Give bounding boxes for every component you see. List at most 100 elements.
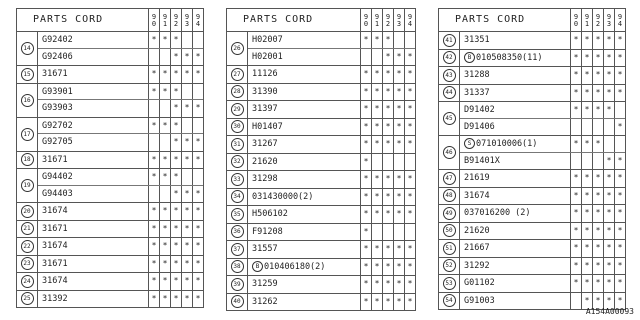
part-number-cell: D91402 — [460, 102, 570, 118]
year-mark: * — [603, 84, 614, 101]
group-rows: 21620***** — [460, 222, 625, 239]
year-column-header: 90 — [570, 9, 581, 31]
part-number-cell: 31674 — [38, 203, 148, 220]
year-mark — [192, 117, 203, 133]
year-mark: * — [603, 170, 614, 187]
year-mark: * — [570, 240, 581, 257]
year-mark: * — [192, 220, 203, 237]
year-mark — [592, 152, 603, 169]
table-row: 31557***** — [248, 241, 415, 258]
year-mark — [181, 32, 192, 48]
group-rows: 31671***** — [38, 66, 203, 83]
ref-number: 40 — [230, 295, 244, 309]
year-column-header: 91 — [371, 9, 382, 31]
ref-number-cell: 24 — [17, 273, 38, 290]
year-mark: * — [592, 84, 603, 101]
ref-number-cell: 48 — [439, 187, 460, 204]
year-mark: * — [181, 100, 192, 117]
year-mark: * — [603, 32, 614, 49]
year-mark: * — [170, 273, 181, 290]
year-mark: * — [159, 117, 170, 133]
year-mark: * — [404, 188, 415, 205]
year-label: 91 — [161, 13, 169, 27]
year-mark: * — [360, 118, 371, 135]
ref-number: 34 — [230, 190, 244, 204]
part-number-cell: G94402 — [38, 169, 148, 185]
group-rows: 31674***** — [38, 273, 203, 290]
part-number: G94403 — [42, 188, 73, 199]
year-mark: * — [159, 255, 170, 272]
part-number-cell: 21620 — [248, 154, 360, 171]
year-mark — [148, 48, 159, 65]
year-mark: * — [614, 187, 625, 204]
year-mark: * — [148, 220, 159, 237]
year-mark: * — [592, 102, 603, 118]
ref-number: 25 — [20, 292, 34, 306]
year-column-header: 93 — [393, 9, 404, 31]
part-number: 31671 — [42, 258, 68, 269]
year-mark: * — [592, 222, 603, 239]
year-mark: * — [603, 49, 614, 66]
year-mark: * — [581, 292, 592, 309]
year-mark: * — [592, 170, 603, 187]
year-mark: * — [170, 169, 181, 185]
part-number: B91401X — [464, 155, 500, 166]
year-mark: * — [581, 205, 592, 222]
group-rows: D91402****D91406* — [460, 102, 625, 135]
part-number-cell: 31671 — [38, 221, 148, 238]
ref-number-cell: 53 — [439, 275, 460, 292]
part-number-cell: 31674 — [38, 238, 148, 255]
part-number: 31674 — [42, 276, 68, 286]
part-number: 31557 — [252, 244, 278, 254]
prefix-badge: B — [252, 260, 263, 272]
year-mark: * — [614, 67, 625, 84]
header-title: PARTS CORD — [455, 14, 526, 25]
part-number: G94402 — [42, 172, 73, 182]
year-mark: * — [603, 222, 614, 239]
year-mark: * — [181, 220, 192, 237]
group-rows: 31267***** — [248, 136, 415, 153]
ref-number: 20 — [20, 204, 34, 218]
year-mark: * — [581, 49, 592, 66]
year-mark: * — [581, 222, 592, 239]
year-mark: * — [360, 136, 371, 153]
table-row: D91406* — [460, 118, 625, 135]
part-number-cell: 31557 — [248, 241, 360, 258]
part-number-cell: 31262 — [248, 294, 360, 311]
year-mark: * — [393, 258, 404, 275]
ref-number-cell: 18 — [17, 151, 38, 168]
table-row: H01407***** — [248, 118, 415, 135]
part-number: 31298 — [252, 174, 278, 184]
year-mark: * — [192, 203, 203, 220]
ref-number: 29 — [230, 102, 244, 116]
year-mark: * — [382, 241, 393, 258]
part-number-cell: 31267 — [248, 136, 360, 153]
table-row: 31288***** — [460, 67, 625, 84]
part-number: H02007 — [252, 35, 283, 45]
ref-number-cell: 15 — [17, 66, 38, 83]
ref-number-cell: 20 — [17, 203, 38, 220]
year-label: 93 — [605, 13, 613, 27]
year-mark: * — [404, 293, 415, 310]
year-label: 92 — [172, 13, 180, 27]
year-mark: * — [570, 67, 581, 84]
ref-number: 54 — [442, 294, 456, 308]
year-mark: * — [192, 100, 203, 117]
year-mark — [159, 100, 170, 117]
year-mark: * — [581, 102, 592, 118]
group-rows: G94402***G94403*** — [38, 169, 203, 202]
group-rows: 11126***** — [248, 66, 415, 83]
ref-number-cell: 52 — [439, 257, 460, 274]
group-rows: G92402***G92406*** — [38, 32, 203, 65]
